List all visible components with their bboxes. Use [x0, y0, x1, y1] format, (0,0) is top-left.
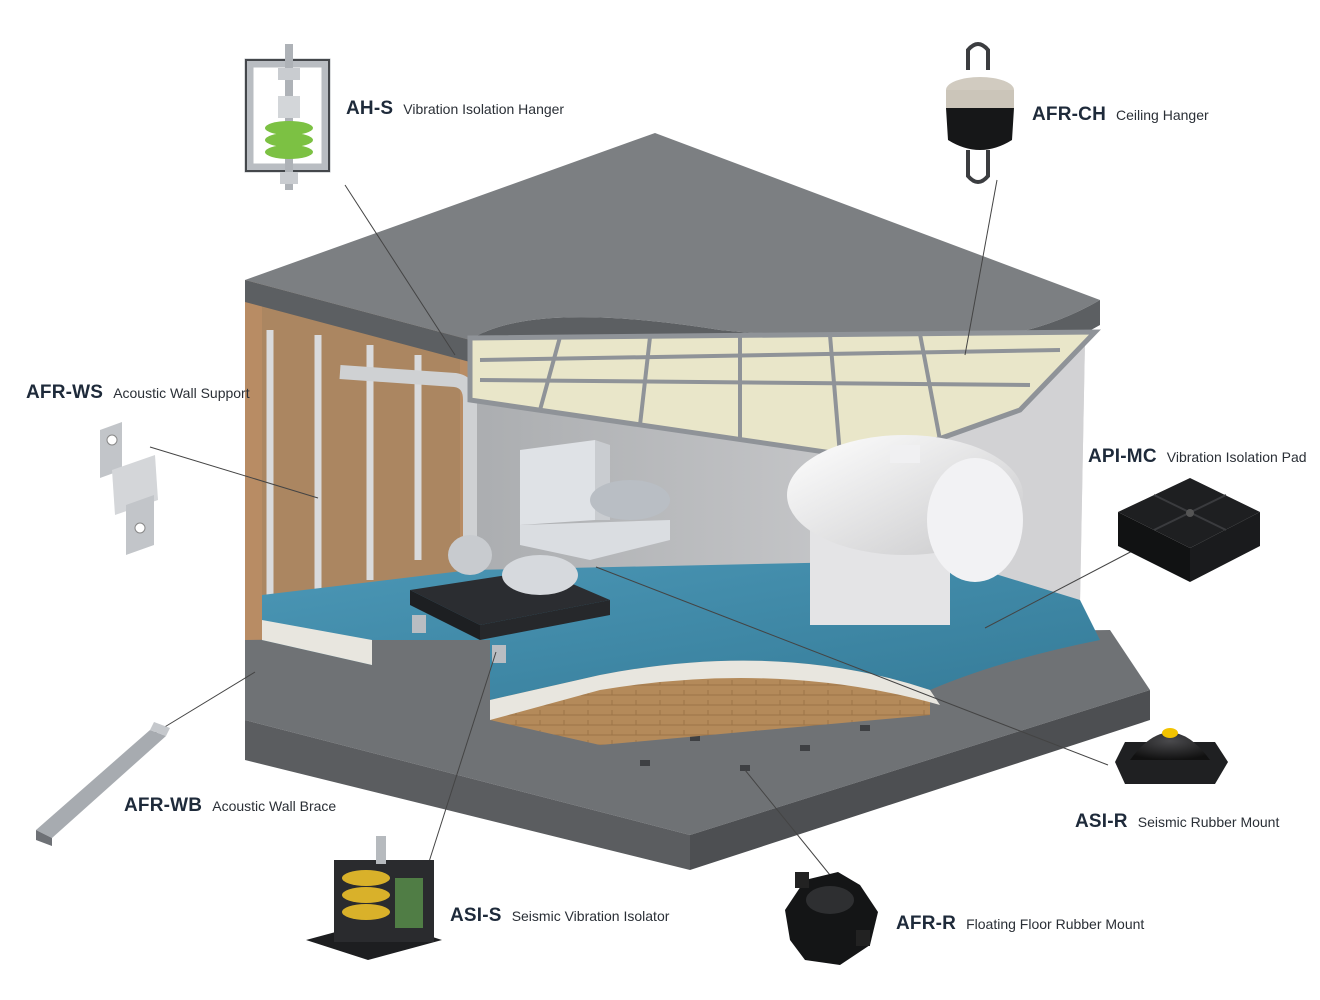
building: [245, 133, 1150, 870]
floor-edge-left: [262, 620, 372, 665]
label-api-mc: API-MC Vibration Isolation Pad: [1088, 446, 1307, 468]
leader-line-ah-s: [344, 184, 456, 356]
product-code: ASI-S: [450, 905, 502, 926]
label-afr-r: AFR-R Floating Floor Rubber Mount: [896, 913, 1144, 935]
storage-tank: [787, 435, 1023, 625]
leader-line-afr-ch: [964, 179, 998, 356]
label-afr-ch: AFR-CH Ceiling Hanger: [1032, 104, 1209, 126]
product-name: Vibration Isolation Pad: [1166, 449, 1307, 465]
leader-line-api-mc: [984, 547, 1139, 629]
ceiling-hanger-image: [946, 42, 1014, 184]
product-name: Floating Floor Rubber Mount: [966, 916, 1145, 932]
product-code: AFR-CH: [1032, 104, 1107, 125]
leader-line-afr-ws: [149, 446, 319, 499]
product-code: ASI-R: [1075, 811, 1128, 832]
seismic-vibration-isolator-image: [306, 836, 442, 960]
product-name: Acoustic Wall Support: [113, 385, 250, 401]
product-name: Seismic Vibration Isolator: [511, 908, 670, 924]
floor-edge: [490, 660, 940, 720]
slab-right-face: [690, 690, 1150, 870]
pump-unit: [520, 440, 670, 560]
product-name: Acoustic Wall Brace: [212, 798, 337, 814]
floating-floor-rubber-mount-image: [785, 872, 878, 965]
label-afr-ws: AFR-WS Acoustic Wall Support: [26, 382, 250, 404]
seismic-rubber-mount-image: [1115, 728, 1228, 784]
product-code: AH-S: [346, 98, 394, 119]
product-code: AFR-WS: [26, 382, 104, 403]
roof-slab: [245, 133, 1100, 340]
product-code: API-MC: [1088, 446, 1157, 467]
slab-front-face: [245, 720, 690, 870]
suspended-ceiling: [467, 329, 1101, 463]
leader-line-asi-s: [427, 651, 497, 866]
product-name: Ceiling Hanger: [1116, 107, 1209, 123]
product-name: Seismic Rubber Mount: [1137, 814, 1280, 830]
vibration-isolation-hanger-image: [244, 44, 331, 190]
product-name: Vibration Isolation Hanger: [403, 101, 565, 117]
leader-line-afr-r: [744, 769, 831, 876]
leader-line-asi-r: [595, 566, 1109, 766]
label-ah-s: AH-S Vibration Isolation Hanger: [346, 98, 564, 120]
inertia-base-pump: [410, 535, 610, 663]
vibration-isolation-pad-image: [1118, 478, 1260, 582]
acoustic-wall-brace-image: [36, 722, 170, 846]
product-code: AFR-R: [896, 913, 957, 934]
product-code: AFR-WB: [124, 795, 203, 816]
label-asi-s: ASI-S Seismic Vibration Isolator: [450, 905, 669, 927]
wall-studs: [266, 330, 422, 600]
acoustic-wall-support-image: [100, 422, 158, 555]
label-asi-r: ASI-R Seismic Rubber Mount: [1075, 811, 1279, 833]
label-afr-wb: AFR-WB Acoustic Wall Brace: [124, 795, 336, 817]
